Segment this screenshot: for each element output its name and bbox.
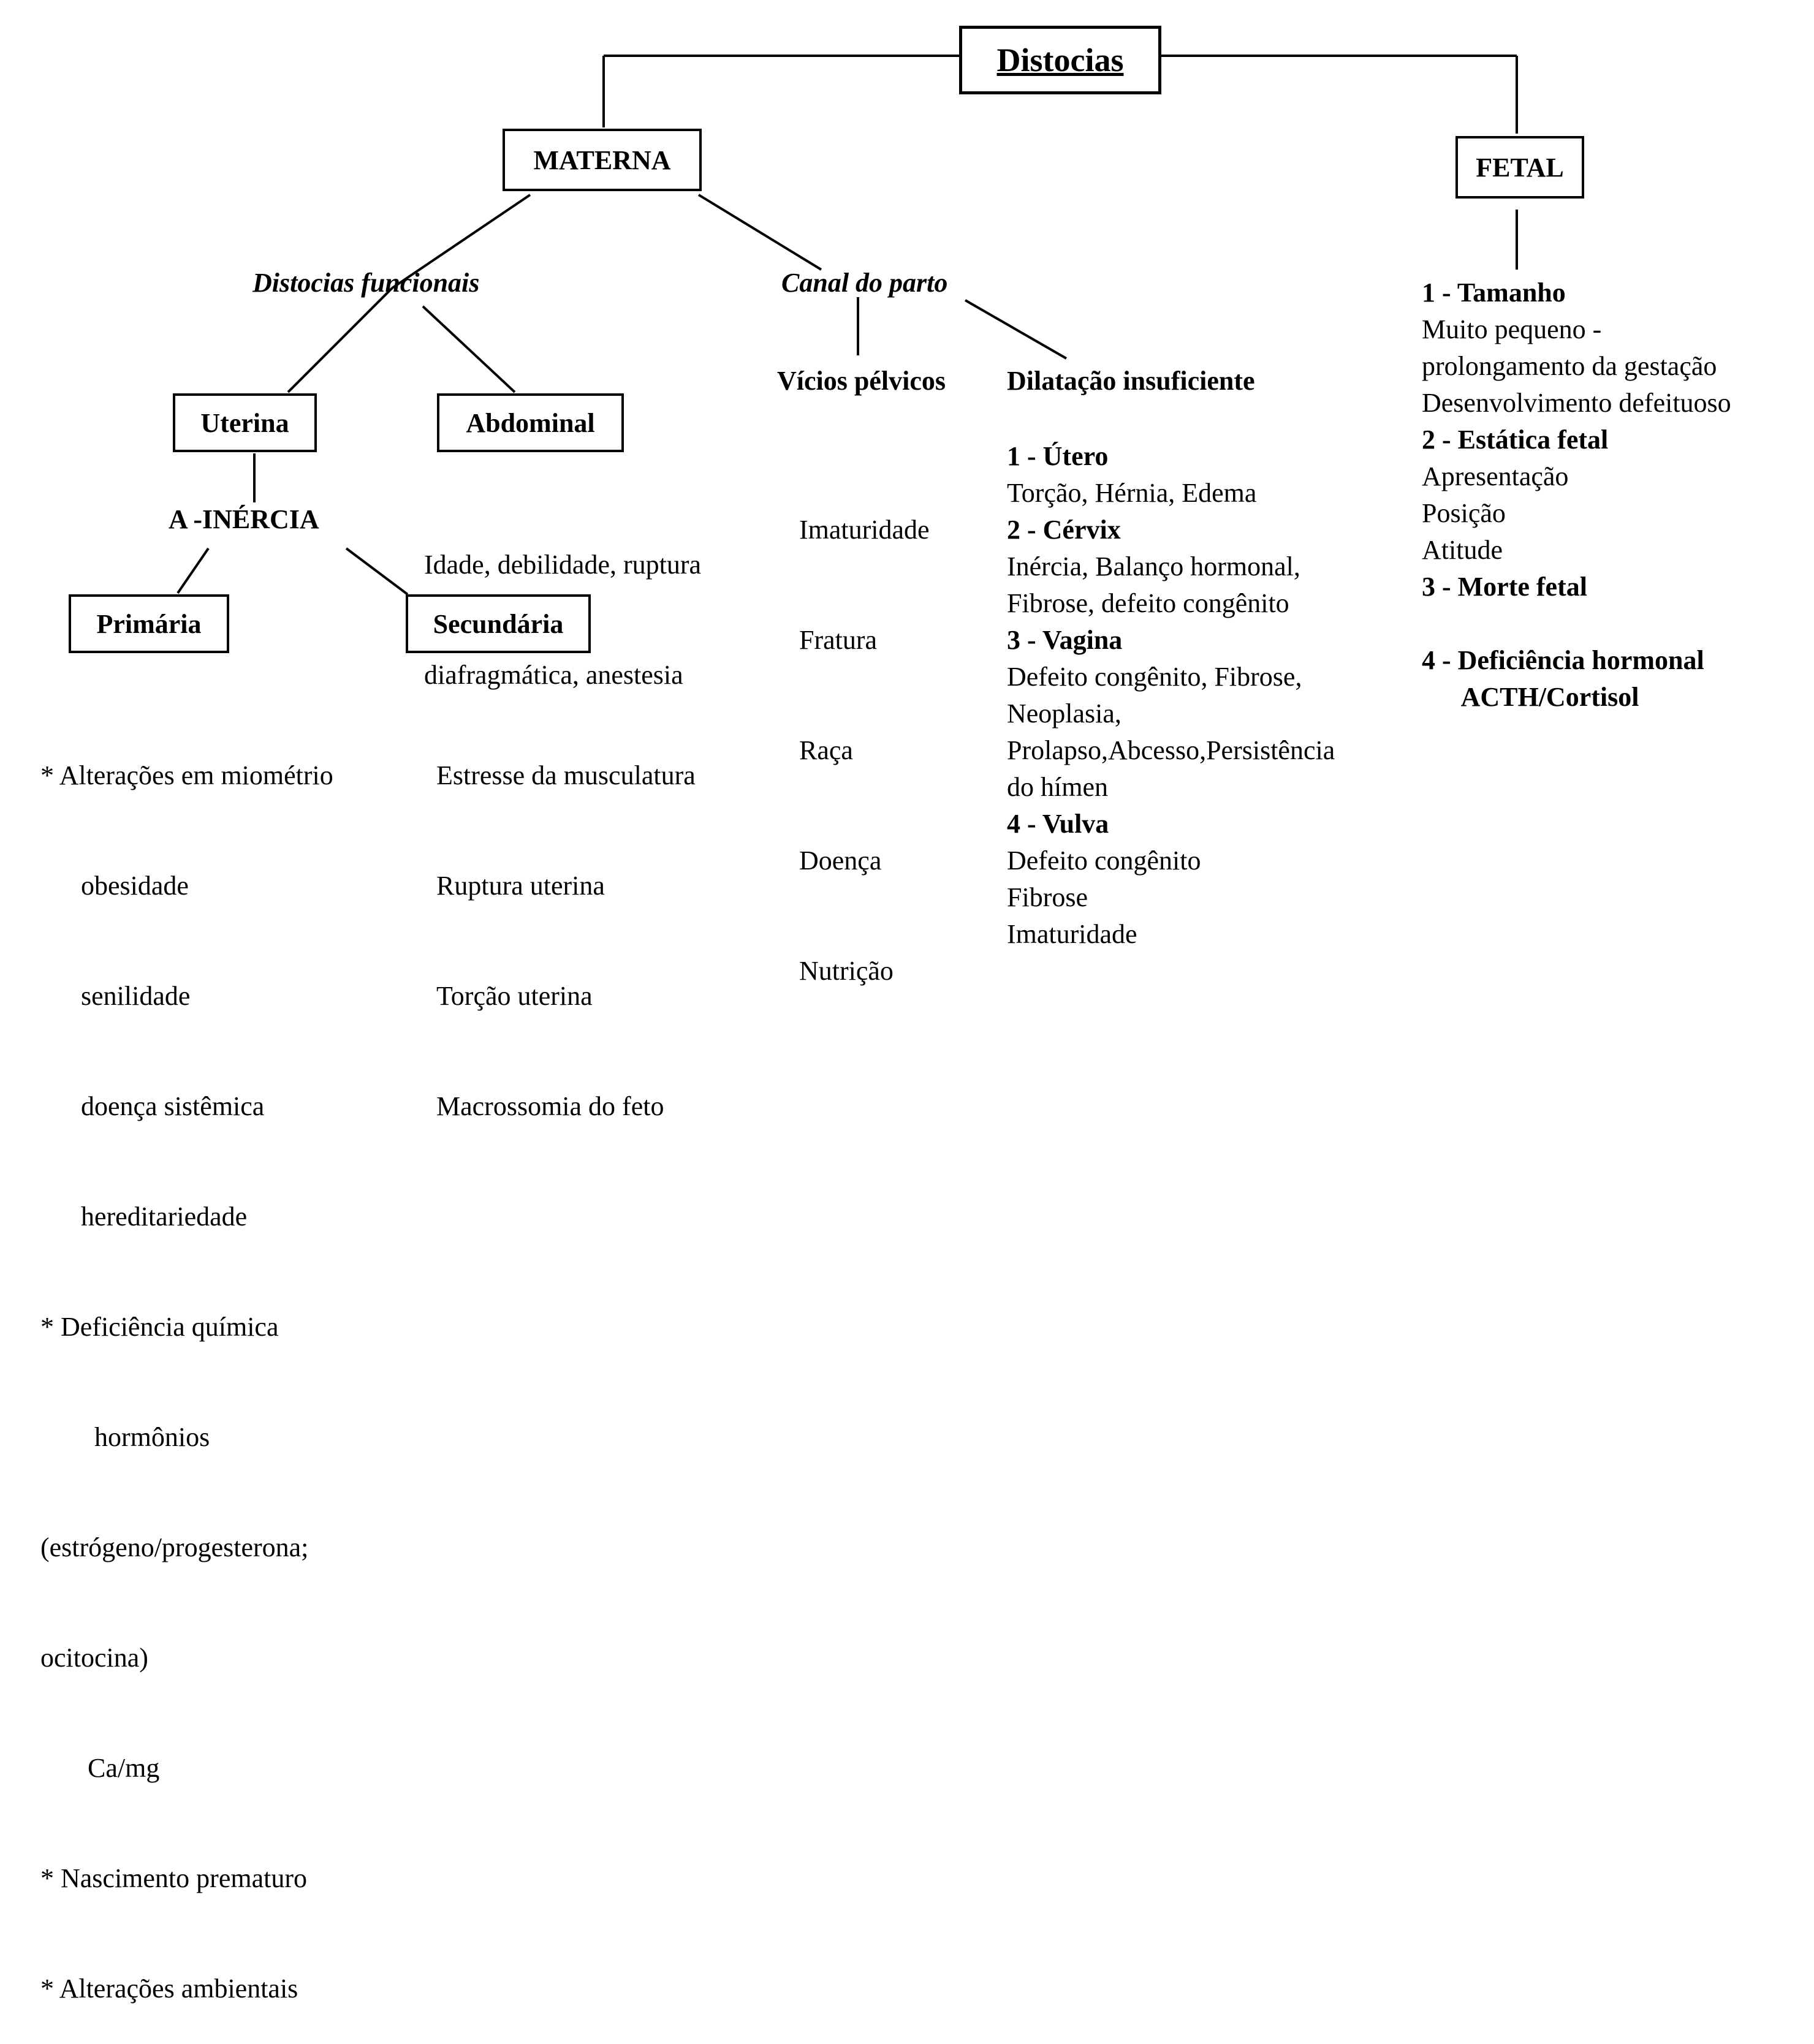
list-item: Estresse da musculatura [436, 760, 696, 790]
list-item: * Nascimento prematuro [40, 1863, 307, 1893]
primaria-list: * Alterações em miométrio obesidade seni… [40, 684, 333, 2044]
list-item: Raça [799, 735, 853, 765]
primaria-label: Primária [96, 608, 202, 639]
materna-box: MATERNA [503, 129, 702, 191]
list-item: Torção uterina [436, 981, 593, 1011]
list-item: Idade, debilidade, ruptura [424, 550, 702, 580]
list-item: Desenvolvimento defeituoso [1422, 388, 1731, 418]
materna-label: MATERNA [533, 145, 671, 175]
list-item: * Alterações em miométrio [40, 760, 333, 790]
vicios-pelvicos-list: Imaturidade Fratura Raça Doença Nutrição [799, 438, 930, 1026]
list-item: ACTH/Cortisol [1422, 682, 1639, 712]
fetal-box: FETAL [1455, 136, 1584, 199]
abdominal-list: Idade, debilidade, ruptura diafragmática… [424, 473, 701, 730]
list-item: Macrossomia do feto [436, 1091, 664, 1121]
list-item: ocitocina) [40, 1643, 148, 1673]
connector-funcionais-abdominal [422, 305, 516, 393]
list-item: Torção, Hérnia, Edema [1007, 478, 1257, 508]
list-item: 1 - Útero [1007, 441, 1109, 471]
list-item: Fratura [799, 625, 878, 655]
list-item: * Deficiência química [40, 1312, 279, 1342]
connector-materna-canal [697, 194, 822, 271]
list-item: Nutrição [799, 956, 894, 986]
abdominal-box: Abdominal [437, 393, 624, 452]
list-item: Posição [1422, 498, 1506, 528]
abdominal-label: Abdominal [466, 407, 595, 438]
list-item: Apresentação [1422, 461, 1569, 491]
list-item: Defeito congênito, Fibrose, [1007, 662, 1302, 692]
list-item: do hímen [1007, 772, 1108, 802]
secundaria-label: Secundária [433, 608, 564, 639]
list-item: Imaturidade [799, 515, 930, 545]
connector-lines [176, 55, 1518, 596]
secundaria-list: Estresse da musculatura Ruptura uterina … [436, 684, 696, 1162]
list-item [1422, 605, 1731, 642]
distocias-funcionais-label: Distocias funcionais [252, 268, 480, 298]
connector-inercia-secundaria [345, 547, 409, 596]
list-item: Atitude [1422, 535, 1503, 565]
uterina-box: Uterina [173, 393, 317, 452]
diagram-title: Distocias [996, 42, 1124, 78]
list-item: doença sistêmica [40, 1091, 265, 1121]
list-item: hereditariedade [40, 1202, 248, 1232]
list-item: senilidade [40, 981, 191, 1011]
title-box: Distocias [959, 26, 1161, 94]
secundaria-box: Secundária [406, 594, 591, 653]
primaria-box: Primária [69, 594, 229, 653]
list-item: hormônios [40, 1422, 210, 1452]
list-item: 3 - Vagina [1007, 625, 1123, 655]
list-item: Fibrose [1007, 882, 1088, 912]
list-item: Fibrose, defeito congênito [1007, 588, 1289, 618]
connector-canal-dilatacao [965, 299, 1067, 360]
list-item: prolongamento da gestação [1422, 351, 1717, 381]
list-item: (estrógeno/progesterona; [40, 1532, 309, 1562]
list-item: Defeito congênito [1007, 846, 1201, 876]
connector-inercia-primaria [176, 547, 210, 594]
connector-materna-funcionais [391, 194, 531, 289]
dilatacao-insuficiente-label: Dilatação insuficiente [1007, 366, 1255, 396]
list-item: 2 - Estática fetal [1422, 425, 1609, 455]
list-item: diafragmática, anestesia [424, 660, 683, 690]
uterina-label: Uterina [200, 407, 289, 438]
list-item: obesidade [40, 871, 189, 901]
list-item: 4 - Deficiência hormonal [1422, 645, 1704, 675]
list-item: Ruptura uterina [436, 871, 605, 901]
list-item: Imaturidade [1007, 919, 1137, 949]
list-item: Neoplasia, [1007, 698, 1121, 729]
list-item: Prolapso,Abcesso,Persistência [1007, 735, 1335, 765]
fetal-label: FETAL [1476, 152, 1564, 183]
list-item: 3 - Morte fetal [1422, 572, 1587, 602]
canal-do-parto-label: Canal do parto [781, 268, 948, 298]
connector-funcionais-uterina [287, 287, 393, 393]
list-item: 2 - Cérvix [1007, 515, 1121, 545]
list-item: Doença [799, 846, 882, 876]
inercia-label: A -INÉRCIA [169, 504, 319, 534]
list-item: Muito pequeno - [1422, 314, 1602, 344]
list-item: Inércia, Balanço hormonal, [1007, 551, 1300, 581]
list-item: Ca/mg [40, 1753, 160, 1783]
vicios-pelvicos-label: Vícios pélvicos [777, 366, 946, 396]
list-item: 4 - Vulva [1007, 809, 1109, 839]
list-item: 1 - Tamanho [1422, 278, 1566, 308]
list-item: * Alterações ambientais [40, 1974, 298, 2004]
